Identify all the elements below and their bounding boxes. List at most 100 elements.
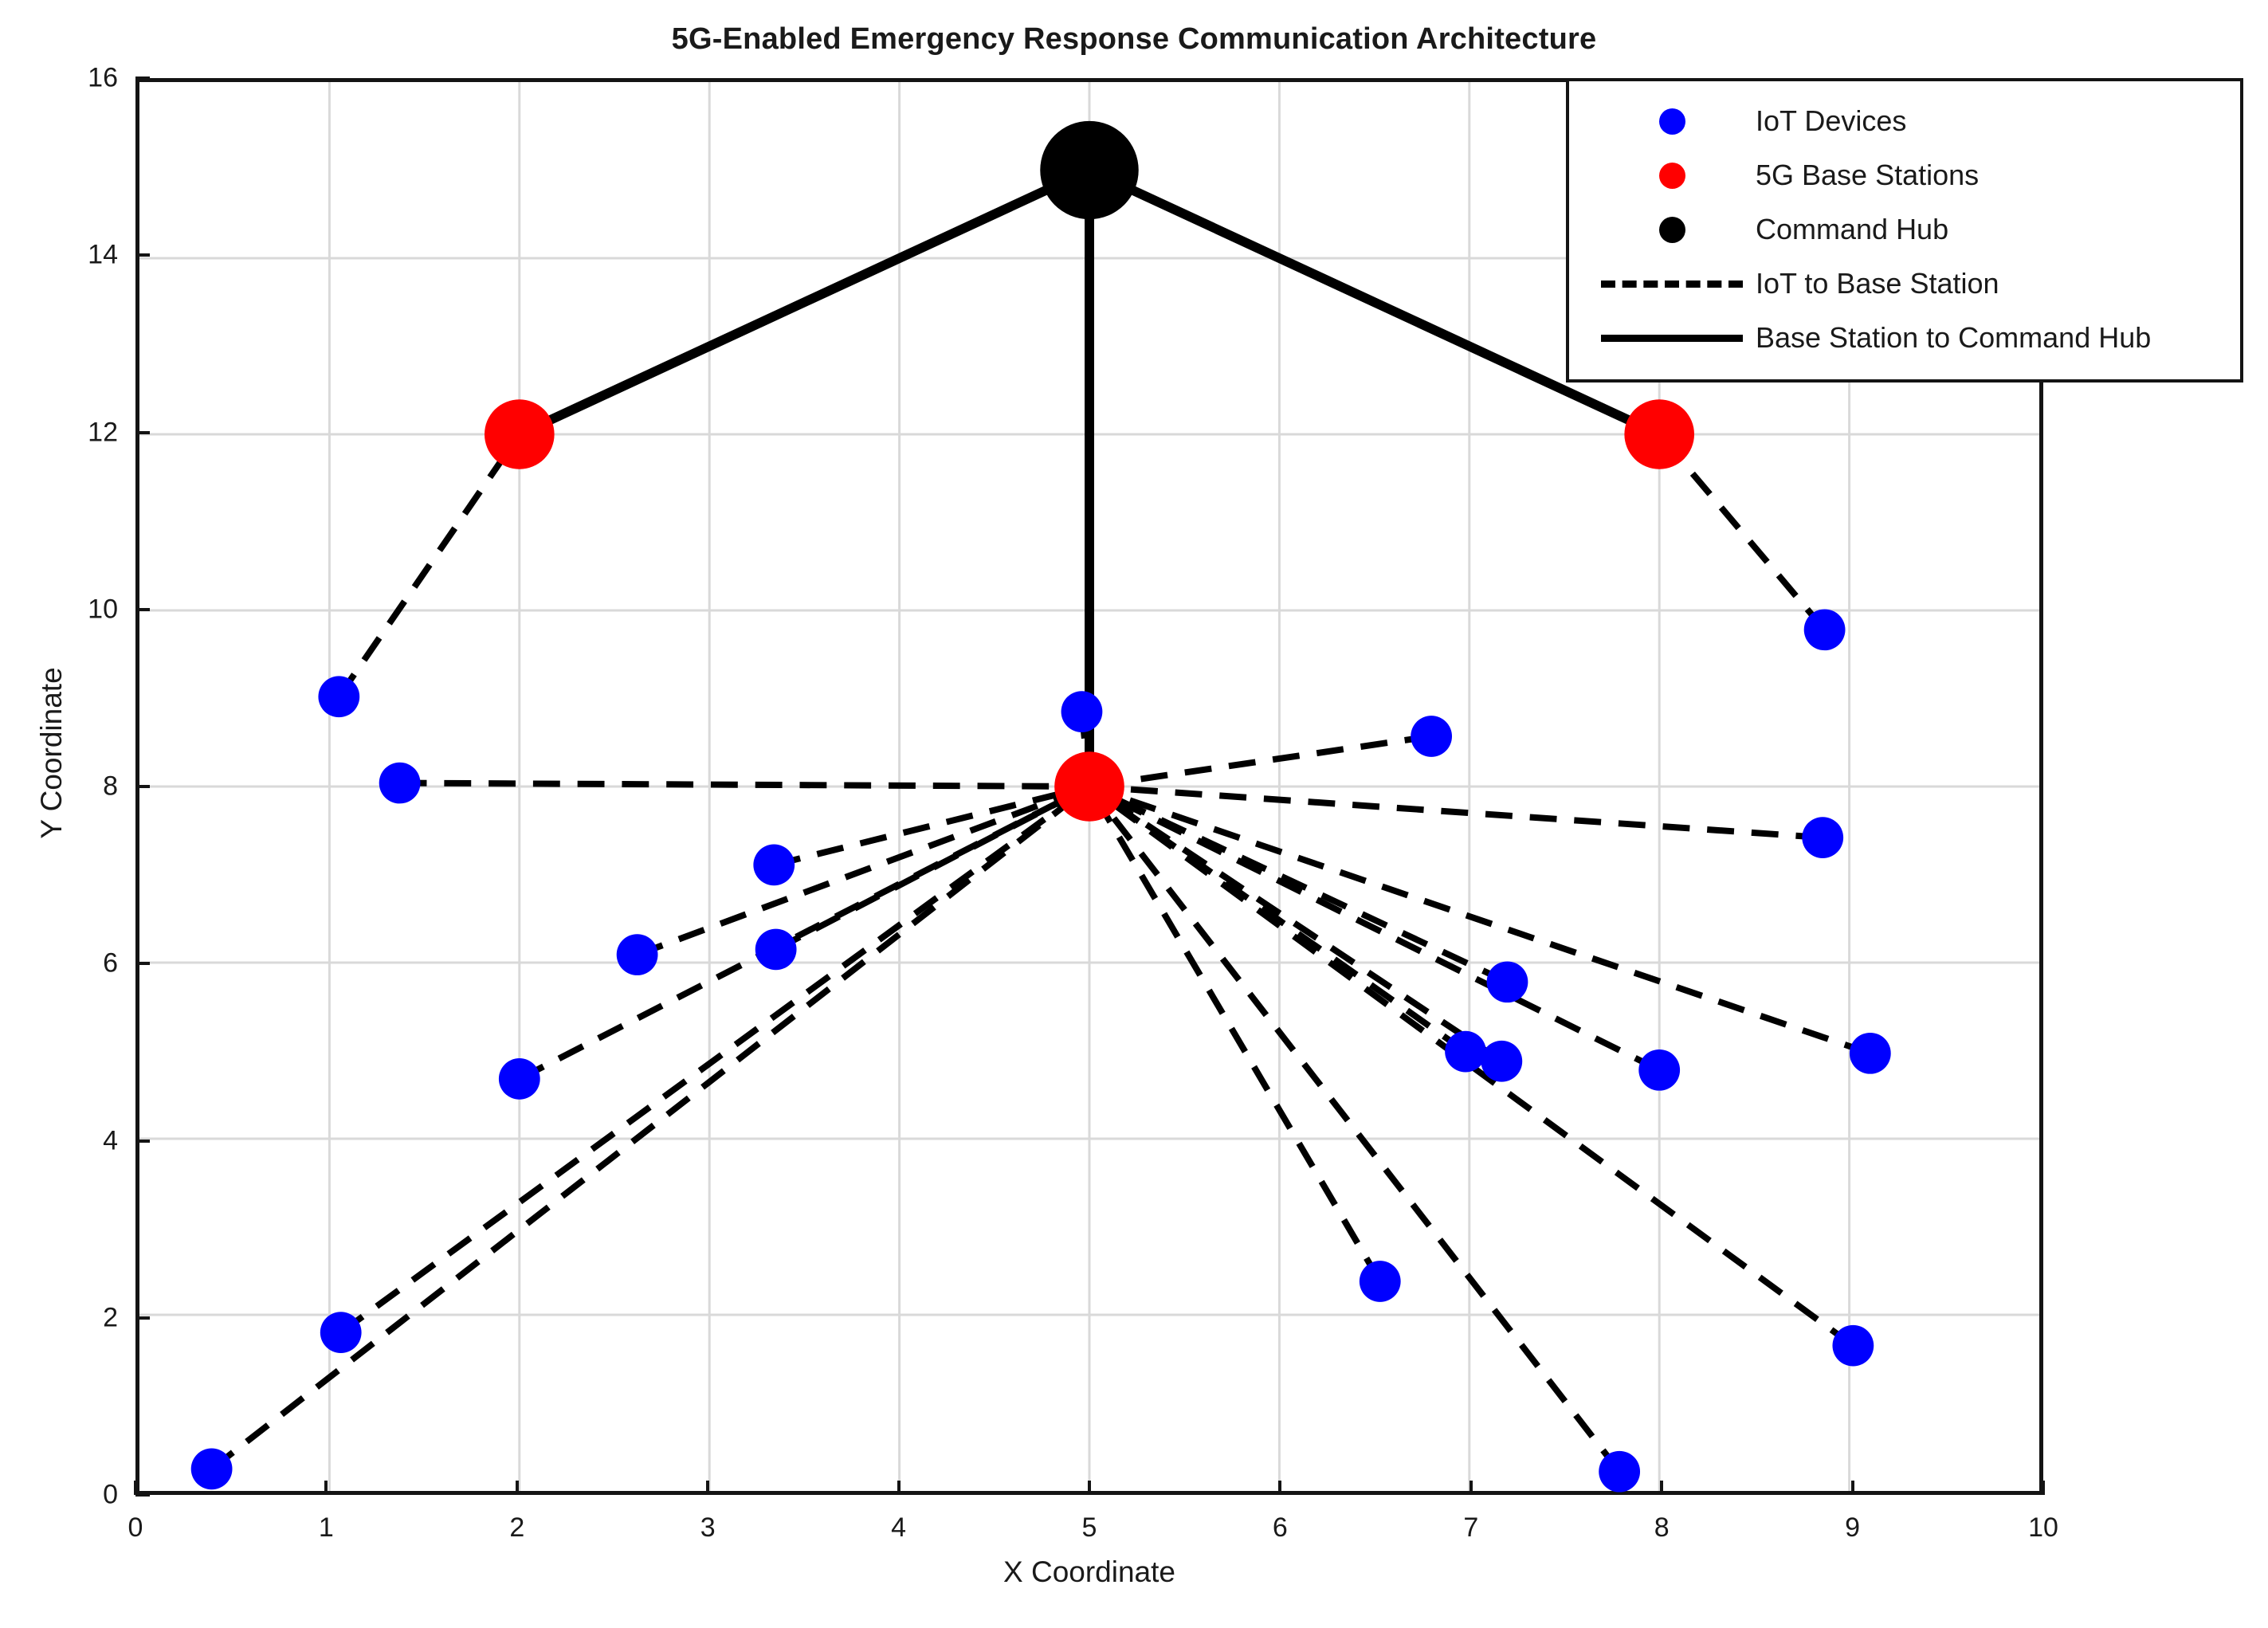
- x-tick-label: 4: [891, 1512, 907, 1543]
- legend-glyph-solid-line: [1588, 334, 1756, 342]
- x-tick-mark: [1278, 1481, 1282, 1495]
- y-tick-mark: [135, 962, 150, 966]
- iot-device-node[interactable]: [616, 934, 658, 975]
- iot-device-node[interactable]: [318, 676, 360, 718]
- y-tick-label: 6: [103, 947, 118, 979]
- y-tick-label: 0: [103, 1479, 118, 1510]
- command-hub-node[interactable]: [1040, 120, 1139, 220]
- legend-marker-dot-icon: [1658, 108, 1685, 135]
- x-tick-label: 7: [1463, 1512, 1479, 1543]
- iot-device-node[interactable]: [1832, 1324, 1874, 1367]
- legend-glyph-dashed-line: [1588, 280, 1756, 288]
- x-tick-label: 6: [1272, 1512, 1288, 1543]
- iot-device-node[interactable]: [1359, 1261, 1401, 1302]
- iot-device-node[interactable]: [1802, 817, 1844, 858]
- y-tick-mark: [135, 607, 150, 611]
- iot-device-node[interactable]: [753, 844, 795, 886]
- iot-device-node[interactable]: [1803, 609, 1846, 651]
- edge-iot-to-base-station: [1088, 783, 1872, 1057]
- iot-device-node[interactable]: [379, 762, 421, 804]
- legend-solid-line-icon: [1601, 334, 1743, 342]
- x-tick-label: 8: [1654, 1512, 1670, 1543]
- iot-device-node[interactable]: [1599, 1450, 1641, 1493]
- edge-iot-to-base-station: [1088, 783, 1509, 985]
- iot-device-node[interactable]: [1638, 1049, 1681, 1091]
- x-tick-label: 2: [509, 1512, 525, 1543]
- legend-item-label: Command Hub: [1756, 213, 1949, 245]
- legend-item-label: 5G Base Stations: [1756, 159, 1980, 191]
- edge-iot-to-base-station: [1089, 783, 1823, 841]
- y-tick-mark: [135, 253, 150, 257]
- edge-base-station-to-command-hub: [517, 166, 1092, 439]
- y-tick-label: 2: [103, 1302, 118, 1333]
- edge-iot-to-base-station: [1087, 783, 1504, 1065]
- x-tick-label: 9: [1845, 1512, 1861, 1543]
- x-tick-mark: [515, 1481, 519, 1495]
- legend-glyph-dot: [1588, 216, 1756, 243]
- edge-iot-to-base-station: [336, 432, 523, 699]
- iot-device-node[interactable]: [1445, 1030, 1486, 1073]
- page-title: 5G-Enabled Emergency Response Communicat…: [671, 22, 1597, 56]
- legend-item-label: IoT Devices: [1756, 104, 1907, 137]
- legend-item[interactable]: 5G Base Stations: [1588, 148, 2221, 202]
- legend-glyph-dot: [1588, 162, 1756, 189]
- edge-iot-to-base-station: [339, 783, 1092, 1336]
- x-tick-mark: [324, 1481, 328, 1495]
- iot-device-node[interactable]: [1411, 716, 1453, 757]
- x-tick-label: 0: [128, 1512, 143, 1543]
- legend-item[interactable]: IoT Devices: [1588, 94, 2221, 148]
- x-tick-mark: [1850, 1481, 1854, 1495]
- edge-iot-to-base-station: [773, 783, 1090, 869]
- legend-marker-dot-icon: [1658, 216, 1685, 243]
- base-station-node[interactable]: [484, 399, 555, 469]
- legend-dashed-line-icon: [1601, 280, 1743, 288]
- legend-glyph-dot: [1588, 108, 1756, 135]
- legend-marker-dot-icon: [1658, 162, 1685, 189]
- x-tick-mark: [134, 1481, 137, 1495]
- x-tick-label: 3: [700, 1512, 716, 1543]
- legend-item[interactable]: IoT to Base Station: [1588, 257, 2221, 311]
- iot-device-node[interactable]: [1849, 1032, 1891, 1074]
- y-tick-label: 10: [88, 594, 118, 625]
- edge-iot-to-base-station: [1088, 783, 1661, 1073]
- y-tick-label: 8: [103, 771, 118, 802]
- y-tick-mark: [135, 430, 150, 434]
- legend-item[interactable]: Base Station to Command Hub: [1588, 311, 2221, 365]
- x-tick-mark: [2042, 1481, 2045, 1495]
- iot-device-node[interactable]: [1486, 961, 1528, 1003]
- x-tick-mark: [1469, 1481, 1473, 1495]
- edge-iot-to-base-station: [774, 783, 1091, 952]
- edge-iot-to-base-station: [210, 783, 1092, 1472]
- x-tick-mark: [1660, 1481, 1664, 1495]
- y-tick-label: 16: [88, 62, 118, 93]
- x-tick-label: 5: [1081, 1512, 1097, 1543]
- x-tick-label: 10: [2028, 1512, 2058, 1543]
- y-tick-mark: [135, 76, 150, 80]
- iot-device-node[interactable]: [1481, 1040, 1523, 1082]
- edge-iot-to-base-station: [1089, 733, 1432, 790]
- x-tick-mark: [897, 1481, 901, 1495]
- iot-device-node[interactable]: [755, 928, 797, 971]
- iot-device-node[interactable]: [320, 1312, 362, 1353]
- x-tick-mark: [1088, 1481, 1091, 1495]
- edge-iot-to-base-station: [399, 779, 1090, 790]
- legend-item[interactable]: Command Hub: [1588, 202, 2221, 257]
- edge-iot-to-base-station: [1087, 783, 1855, 1348]
- iot-device-node[interactable]: [498, 1058, 540, 1100]
- network-layer: [190, 120, 1891, 1493]
- iot-device-node[interactable]: [190, 1448, 233, 1490]
- iot-device-node[interactable]: [1061, 691, 1103, 732]
- edge-iot-to-base-station: [1086, 784, 1623, 1474]
- x-tick-mark: [706, 1481, 710, 1495]
- legend-item-label: Base Station to Command Hub: [1756, 321, 2152, 354]
- edge-iot-to-base-station: [1657, 432, 1827, 632]
- y-tick-mark: [135, 1316, 150, 1320]
- y-tick-mark: [135, 785, 150, 788]
- edge-base-station-to-command-hub: [1087, 166, 1662, 439]
- y-tick-mark: [135, 1139, 150, 1143]
- y-axis-label: Y Coordinate: [35, 667, 68, 839]
- base-station-node[interactable]: [1624, 399, 1695, 469]
- base-station-node[interactable]: [1054, 751, 1124, 822]
